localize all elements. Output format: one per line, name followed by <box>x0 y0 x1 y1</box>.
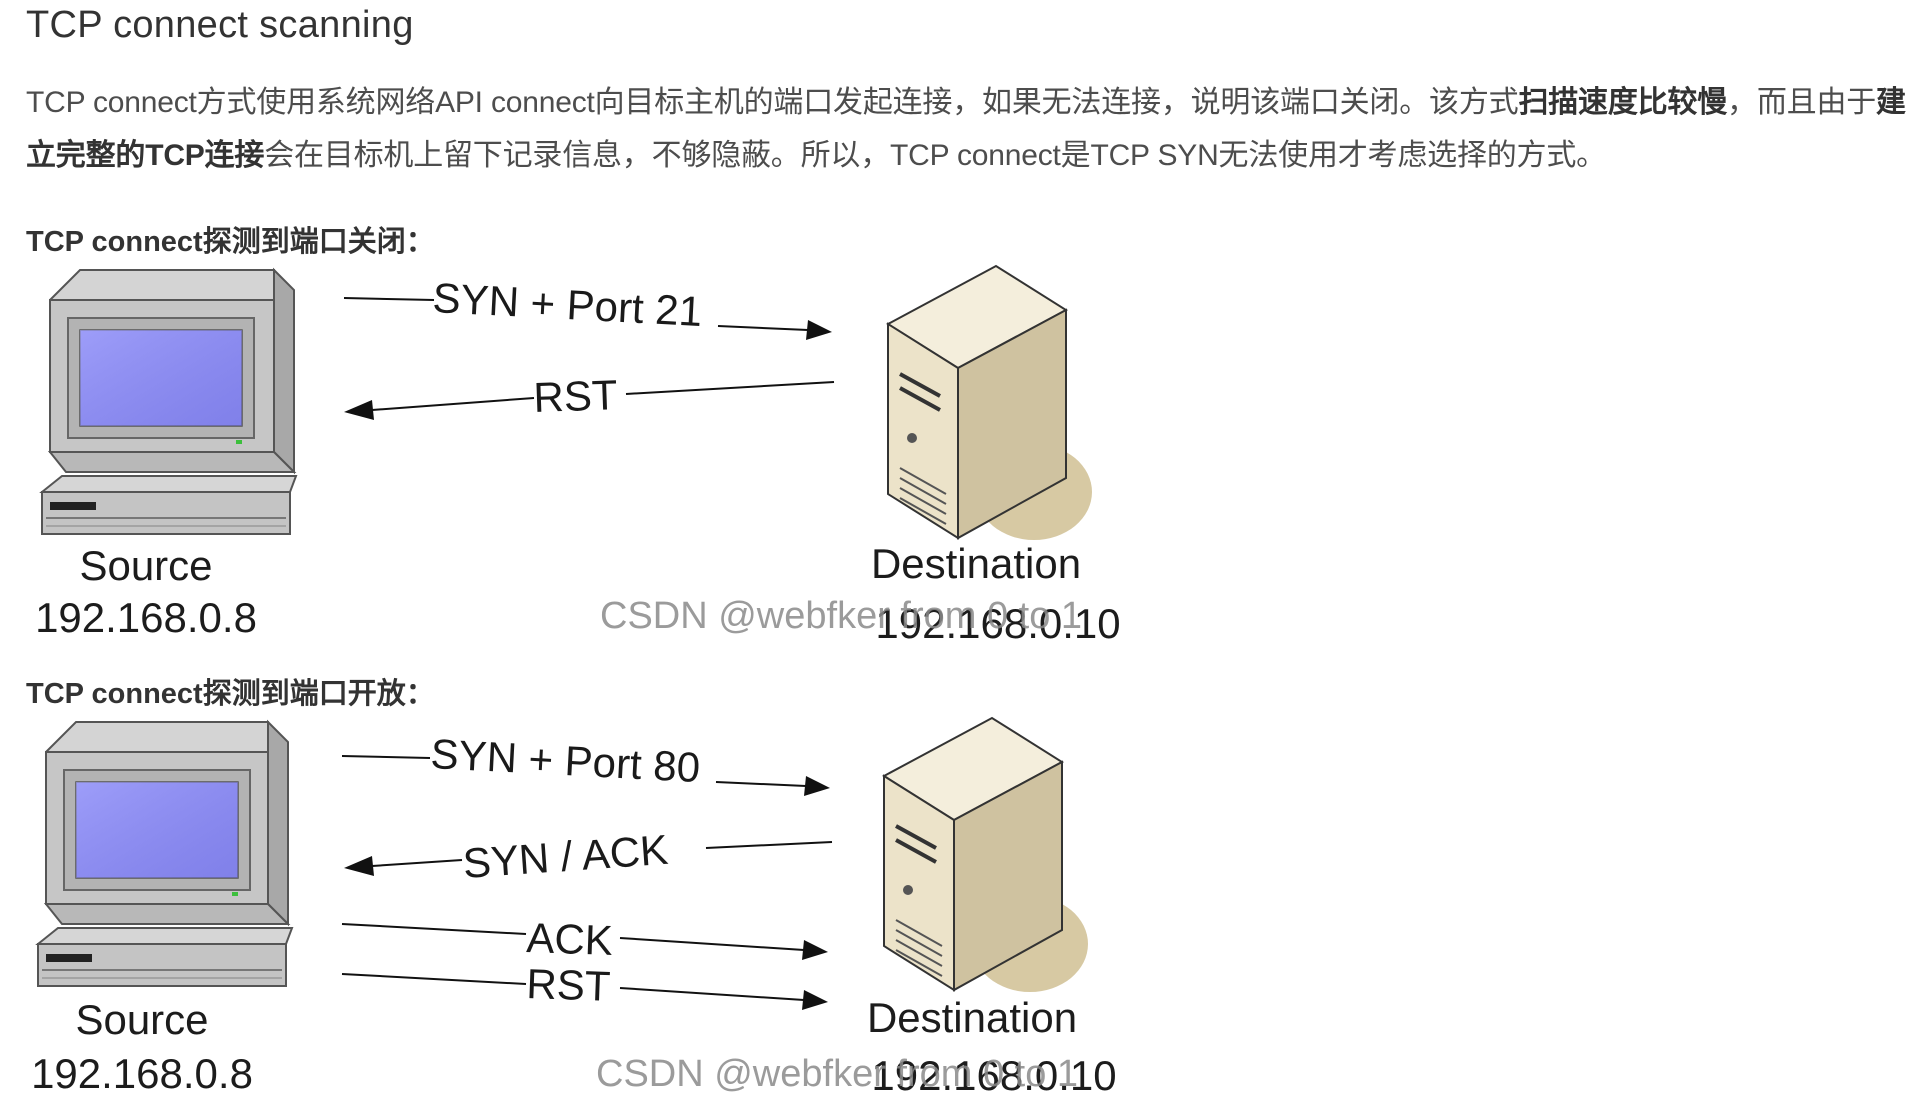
intro-bold-2: 建立完整的TCP连接 <box>26 86 1906 172</box>
message-syn-port21: SYN + Port 21 <box>343 274 832 340</box>
message-syn-port80: SYN + Port 80 <box>341 730 830 796</box>
source-computer-icon <box>39 267 298 535</box>
destination-server-icon <box>886 264 1092 540</box>
section-title-port-open: TCP connect探测到端口开放： <box>26 678 435 710</box>
message-rst: RST <box>344 371 835 421</box>
intro-text-3: 会在目标机上留下记录信息，不够隐蔽。所以，TCP connect是TCP SYN… <box>264 139 1606 172</box>
source-name-label: Source <box>79 542 212 589</box>
page-title: TCP connect scanning <box>26 4 414 46</box>
message-label-syn-port21: SYN + Port 21 <box>432 274 704 335</box>
destination-name-label: Destination <box>871 540 1081 587</box>
section-title-port-closed: TCP connect探测到端口关闭： <box>26 226 435 258</box>
message-ack: ACK <box>341 914 828 964</box>
source-computer-icon <box>35 719 294 987</box>
source-name-label: Source <box>75 996 208 1043</box>
diagram-port-open-svg: Source 192.168.0.8 Destination 192.168.0… <box>31 716 1117 1096</box>
intro-bold-1: 扫描速度比较慢 <box>1518 86 1728 119</box>
watermark: CSDN @webfker from 0 to 1 <box>600 595 1082 637</box>
source-ip-label: 192.168.0.8 <box>35 594 257 641</box>
destination-server-icon <box>882 716 1088 992</box>
destination-name-label: Destination <box>867 994 1077 1041</box>
message-label-syn-ack: SYN / ACK <box>461 826 669 887</box>
message-label-rst: RST <box>533 371 619 421</box>
intro-text-1: TCP connect方式使用系统网络API connect向目标主机的端口发起… <box>26 86 1519 119</box>
diagram-port-closed: Source 192.168.0.8 Destination 192.168.0… <box>26 262 1121 647</box>
destination-ip-label: 192.168.0.10 <box>871 1052 1116 1096</box>
watermark: CSDN @webfker from 0 to 1 <box>596 1053 1078 1095</box>
message-label-rst: RST <box>526 960 612 1010</box>
diagram-port-open: Source 192.168.0.8 Destination 192.168.0… <box>26 716 1117 1096</box>
message-label-ack: ACK <box>526 914 614 964</box>
diagram-port-closed-svg: Source 192.168.0.8 Destination 192.168.0… <box>35 264 1121 647</box>
intro-text-2: ，而且由于 <box>1727 86 1877 119</box>
source-ip-label: 192.168.0.8 <box>31 1050 253 1096</box>
message-syn-ack: SYN / ACK <box>344 826 833 887</box>
destination-ip-label: 192.168.0.10 <box>875 600 1120 647</box>
message-rst: RST <box>341 960 828 1010</box>
message-label-syn-port80: SYN + Port 80 <box>430 730 702 791</box>
intro-paragraph: TCP connect方式使用系统网络API connect向目标主机的端口发起… <box>26 76 1926 182</box>
